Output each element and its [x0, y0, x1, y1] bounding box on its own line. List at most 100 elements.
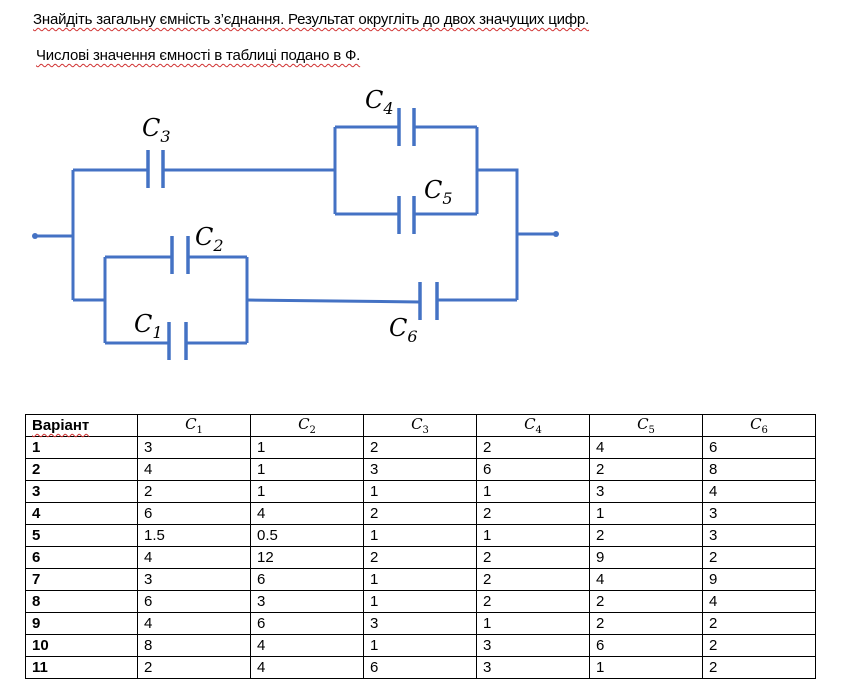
- header-subscript: 1: [196, 425, 203, 436]
- c4-label: C4: [365, 86, 394, 118]
- capacitance-cell: 6: [589, 634, 703, 657]
- variant-number: 7: [25, 568, 138, 591]
- capacitance-cell: 2: [137, 656, 251, 679]
- capacitance-cell: 1: [476, 612, 590, 635]
- capacitance-cell: 1: [589, 502, 703, 525]
- variant-number: 10: [25, 634, 138, 657]
- capacitance-cell: 6: [363, 656, 477, 679]
- capacitance-cell: 9: [702, 568, 816, 591]
- c1-label: C1: [134, 310, 163, 342]
- capacitance-cell: 2: [476, 502, 590, 525]
- c2-label: C2: [195, 223, 224, 255]
- capacitance-cell: 4: [137, 458, 251, 481]
- header-subscript: 3: [422, 425, 429, 436]
- capacitance-cell: 3: [137, 436, 251, 459]
- header-c4: C4: [476, 414, 590, 437]
- capacitance-cell: 6: [250, 612, 364, 635]
- capacitance-cell: 3: [363, 612, 477, 635]
- variant-number: 6: [25, 546, 138, 569]
- capacitance-cell: 6: [250, 568, 364, 591]
- header-symbol: C: [298, 415, 310, 433]
- right-terminal: [553, 231, 559, 237]
- capacitance-cell: 2: [702, 634, 816, 657]
- header-subscript: 4: [535, 425, 542, 436]
- circuit-diagram: C3 C4 C5 C2 C1 C6: [32, 86, 559, 360]
- capacitance-cell: 1: [250, 480, 364, 503]
- capacitance-cell: 4: [250, 502, 364, 525]
- capacitance-cell: 1: [589, 656, 703, 679]
- header-symbol: C: [185, 415, 197, 433]
- capacitance-cell: 2: [702, 546, 816, 569]
- c6-label: C6: [389, 314, 418, 346]
- capacitance-cell: 2: [363, 502, 477, 525]
- capacitance-cell: 6: [137, 502, 251, 525]
- capacitance-cell: 3: [250, 590, 364, 613]
- variant-number: 8: [25, 590, 138, 613]
- capacitance-cell: 3: [702, 524, 816, 547]
- capacitance-cell: 1: [250, 436, 364, 459]
- variant-number: 3: [25, 480, 138, 503]
- capacitance-cell: 3: [702, 502, 816, 525]
- header-subscript: 5: [648, 425, 655, 436]
- capacitance-cell: 0.5: [250, 524, 364, 547]
- capacitance-cell: 2: [589, 524, 703, 547]
- capacitance-cell: 4: [702, 480, 816, 503]
- variant-number: 9: [25, 612, 138, 635]
- capacitance-cell: 6: [476, 458, 590, 481]
- capacitance-cell: 2: [363, 436, 477, 459]
- header-subscript: 2: [309, 425, 316, 436]
- capacitance-cell: 2: [702, 612, 816, 635]
- header-subscript: 6: [761, 425, 768, 436]
- capacitance-cell: 2: [476, 436, 590, 459]
- header-c2: C2: [250, 414, 364, 437]
- capacitance-cell: 3: [137, 568, 251, 591]
- capacitance-cell: 2: [589, 590, 703, 613]
- capacitance-cell: 4: [250, 634, 364, 657]
- variant-number: 11: [25, 656, 138, 679]
- header-symbol: C: [750, 415, 762, 433]
- left-terminal: [32, 233, 38, 239]
- capacitance-cell: 4: [589, 568, 703, 591]
- capacitance-cell: 2: [476, 590, 590, 613]
- units-note: Числові значення ємності в таблиці подан…: [36, 47, 361, 64]
- capacitance-cell: 2: [589, 612, 703, 635]
- capacitance-cell: 2: [476, 546, 590, 569]
- capacitance-cell: 4: [137, 612, 251, 635]
- header-c3: C3: [363, 414, 477, 437]
- capacitance-cell: 4: [250, 656, 364, 679]
- capacitance-cell: 1: [363, 568, 477, 591]
- header-c1: C1: [137, 414, 251, 437]
- variant-number: 2: [25, 458, 138, 481]
- capacitance-cell: 3: [363, 458, 477, 481]
- capacitance-cell: 1.5: [137, 524, 251, 547]
- task-instruction: Знайдіть загальну ємність з’єднання. Рез…: [33, 11, 590, 28]
- capacitance-cell: 6: [702, 436, 816, 459]
- capacitance-cell: 1: [363, 634, 477, 657]
- capacitance-cell: 1: [363, 590, 477, 613]
- capacitance-cell: 2: [363, 546, 477, 569]
- capacitance-cell: 4: [702, 590, 816, 613]
- circuit-wires: [35, 125, 556, 345]
- header-c5: C5: [589, 414, 703, 437]
- capacitance-cell: 1: [250, 458, 364, 481]
- capacitance-cell: 12: [250, 546, 364, 569]
- capacitance-cell: 3: [476, 656, 590, 679]
- header-symbol: C: [411, 415, 423, 433]
- variant-number: 5: [25, 524, 138, 547]
- capacitance-cell: 1: [476, 480, 590, 503]
- capacitance-cell: 2: [476, 568, 590, 591]
- capacitance-cell: 3: [476, 634, 590, 657]
- capacitance-cell: 9: [589, 546, 703, 569]
